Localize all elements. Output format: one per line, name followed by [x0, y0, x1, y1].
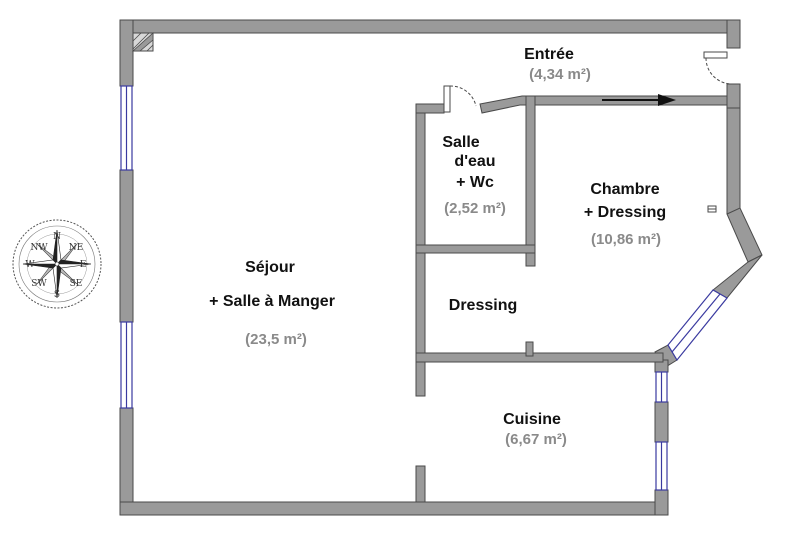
svg-text:+ Dressing: + Dressing	[584, 204, 666, 221]
svg-text:(23,5 m²): (23,5 m²)	[245, 331, 307, 348]
svg-text:SW: SW	[31, 279, 47, 289]
compass-rose-icon: N E S W NW NE SE SW	[12, 219, 102, 309]
door-entree	[703, 51, 733, 85]
svg-text:Séjour: Séjour	[245, 259, 295, 276]
hatched-corner-icon	[131, 32, 154, 52]
room-entree-label: Entrée (4,34 m²)	[524, 46, 591, 83]
svg-text:N: N	[53, 232, 61, 242]
svg-text:(10,86 m²): (10,86 m²)	[591, 231, 661, 248]
svg-text:(2,52 m²): (2,52 m²)	[444, 200, 506, 217]
room-sejour-label: Séjour + Salle à Manger (23,5 m²)	[209, 259, 335, 348]
svg-text:Entrée: Entrée	[524, 46, 574, 63]
window-chambre-bay	[667, 289, 728, 362]
svg-text:Cuisine: Cuisine	[503, 411, 561, 428]
svg-text:(4,34 m²): (4,34 m²)	[529, 66, 591, 83]
svg-text:NW: NW	[30, 243, 48, 253]
svg-text:E: E	[80, 260, 87, 270]
room-cuisine-label: Cuisine (6,67 m²)	[503, 411, 567, 448]
svg-text:W: W	[25, 260, 35, 270]
door-salle-eau	[443, 85, 477, 113]
svg-text:Salle: Salle	[442, 134, 479, 151]
svg-text:(6,67 m²): (6,67 m²)	[505, 431, 567, 448]
svg-text:SE: SE	[70, 279, 83, 289]
room-salle-eau-label: Salle d'eau + Wc (2,52 m²)	[442, 134, 506, 217]
svg-text:+ Wc: + Wc	[456, 174, 494, 191]
svg-text:d'eau: d'eau	[454, 153, 495, 170]
room-chambre-label: Chambre + Dressing (10,86 m²)	[584, 181, 666, 248]
doors	[443, 51, 733, 213]
room-dressing-label: Dressing	[449, 297, 517, 314]
svg-text:Chambre: Chambre	[590, 181, 659, 198]
windows	[120, 85, 728, 491]
door-chambre-closet	[707, 205, 717, 213]
svg-text:S: S	[54, 290, 60, 300]
svg-text:NE: NE	[69, 243, 83, 253]
exterior-walls	[119, 19, 763, 516]
svg-text:+ Salle à Manger: + Salle à Manger	[209, 293, 335, 310]
svg-text:Dressing: Dressing	[449, 297, 517, 314]
entry-arrow-icon	[602, 94, 676, 106]
